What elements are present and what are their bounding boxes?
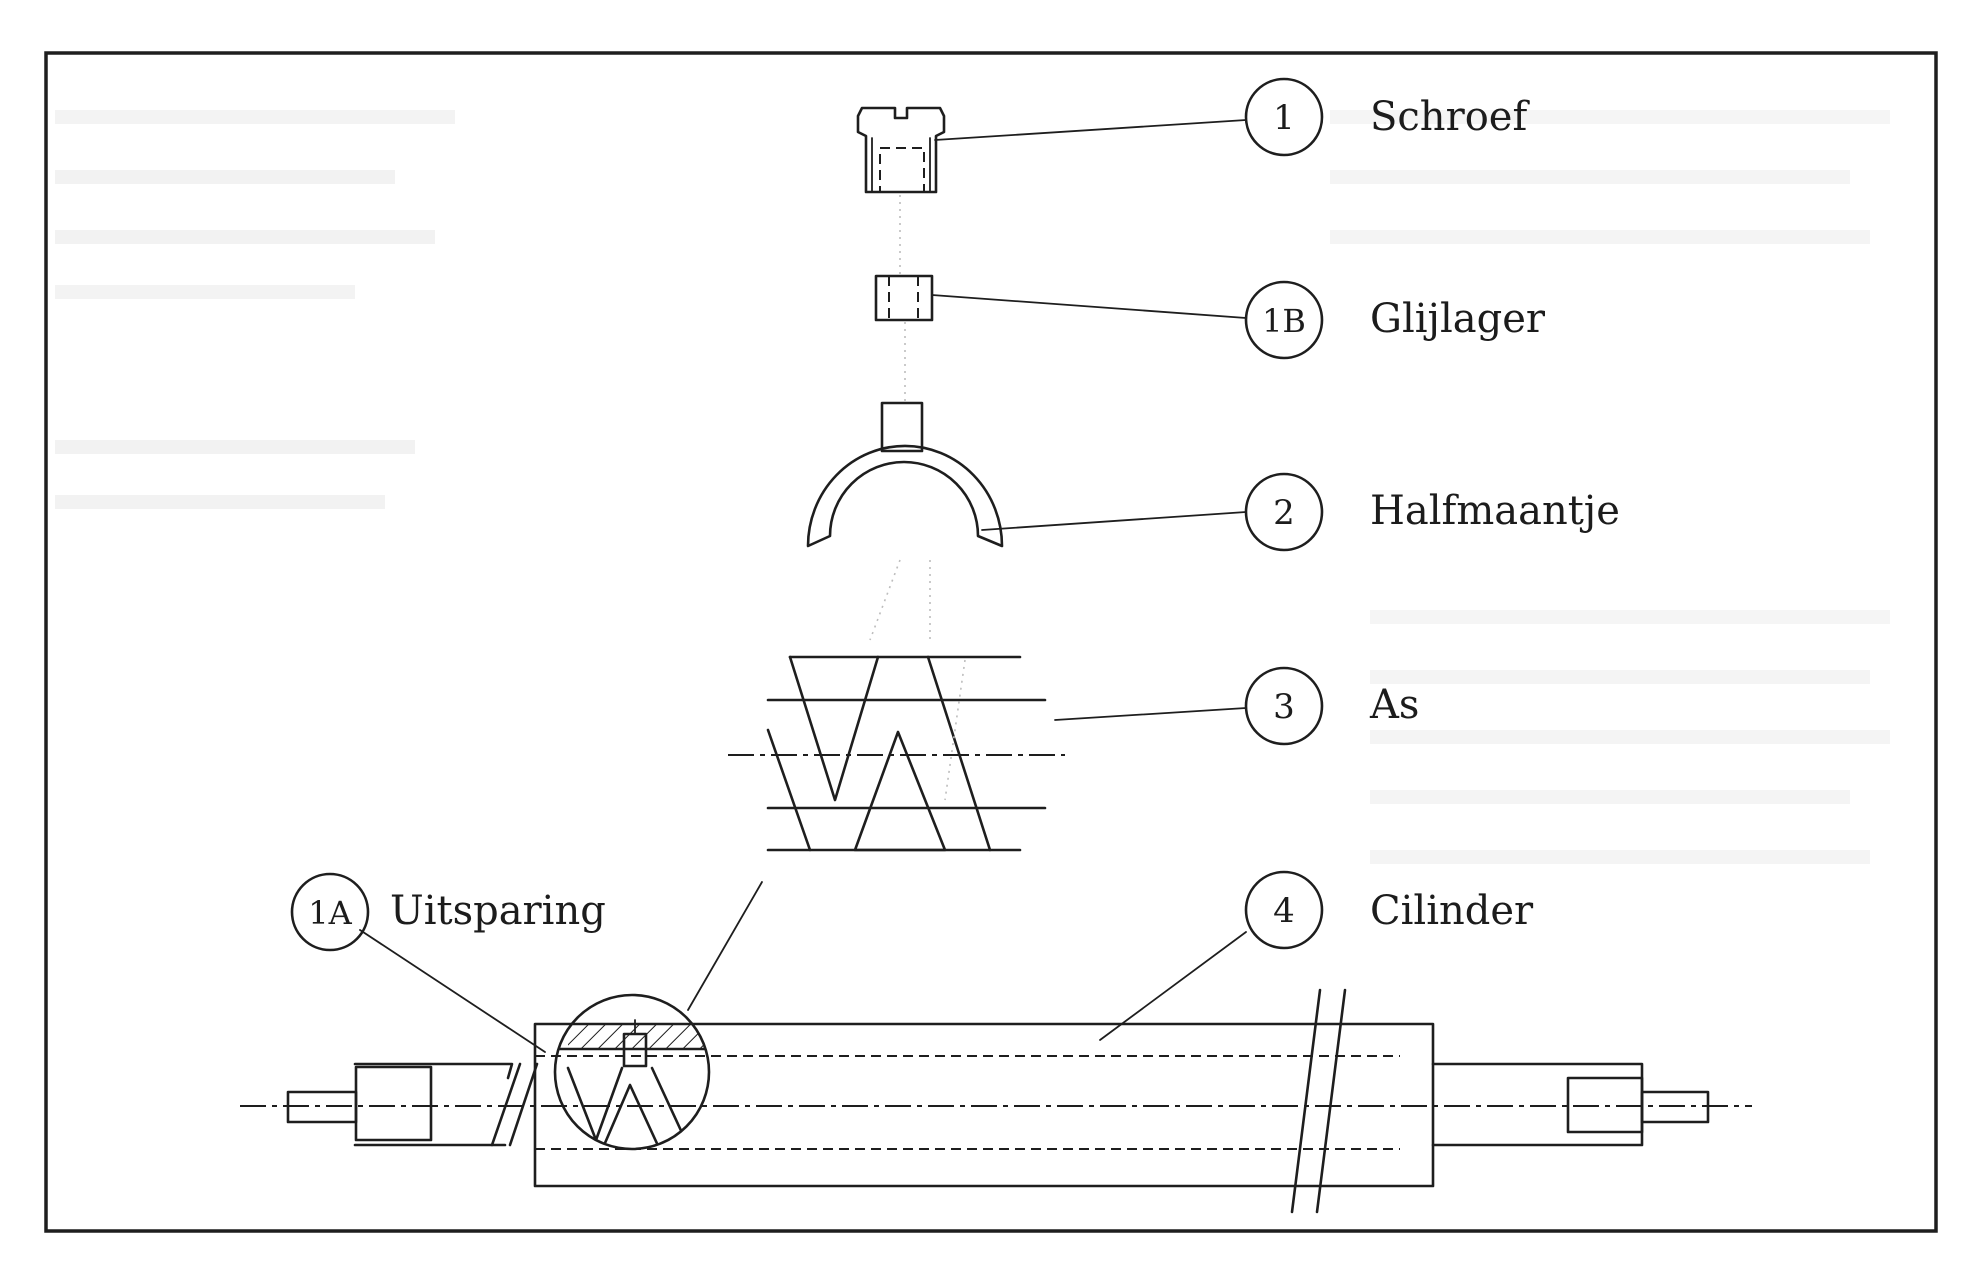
- show-through-text: [55, 110, 1890, 864]
- callout-label: Cilinder: [1370, 888, 1534, 934]
- half-moon-part: [806, 401, 1004, 641]
- drawing-frame: [44, 51, 1938, 1233]
- callout-1b: 1B Glijlager: [1244, 280, 1546, 360]
- callout-label: Halfmaantje: [1370, 488, 1620, 534]
- circle-marker-icon: [1244, 666, 1324, 746]
- circle-marker-icon: [1244, 870, 1324, 950]
- circle-marker-icon: [1244, 77, 1324, 157]
- callout-1a: 1A Uitsparing: [290, 872, 606, 952]
- bushing-part: [874, 274, 934, 402]
- callout-number: 1B: [1262, 302, 1306, 340]
- circle-marker-icon: [1244, 280, 1324, 360]
- callout-2: 2 Halfmaantje: [1244, 472, 1620, 552]
- callout-label: As: [1369, 682, 1419, 728]
- callout-number: 1A: [308, 894, 352, 932]
- screw-part: [856, 106, 946, 275]
- circle-marker-icon: [1244, 472, 1324, 552]
- callout-label: Glijlager: [1370, 296, 1546, 342]
- callout-number: 1: [1273, 98, 1295, 138]
- callout-number: 3: [1273, 687, 1295, 727]
- cylinder-assembly: [240, 119, 1752, 1214]
- callout-label: Uitsparing: [390, 888, 606, 934]
- callout-number: 2: [1273, 493, 1295, 533]
- callout-3: 3 As: [1244, 666, 1419, 746]
- callout-number: 4: [1273, 891, 1295, 931]
- circle-marker-icon: [290, 872, 370, 952]
- shaft-part: [728, 655, 1065, 852]
- callout-1: 1 Schroef: [1244, 77, 1530, 157]
- callout-label: Schroef: [1370, 94, 1530, 140]
- callout-4: 4 Cilinder: [1244, 870, 1534, 950]
